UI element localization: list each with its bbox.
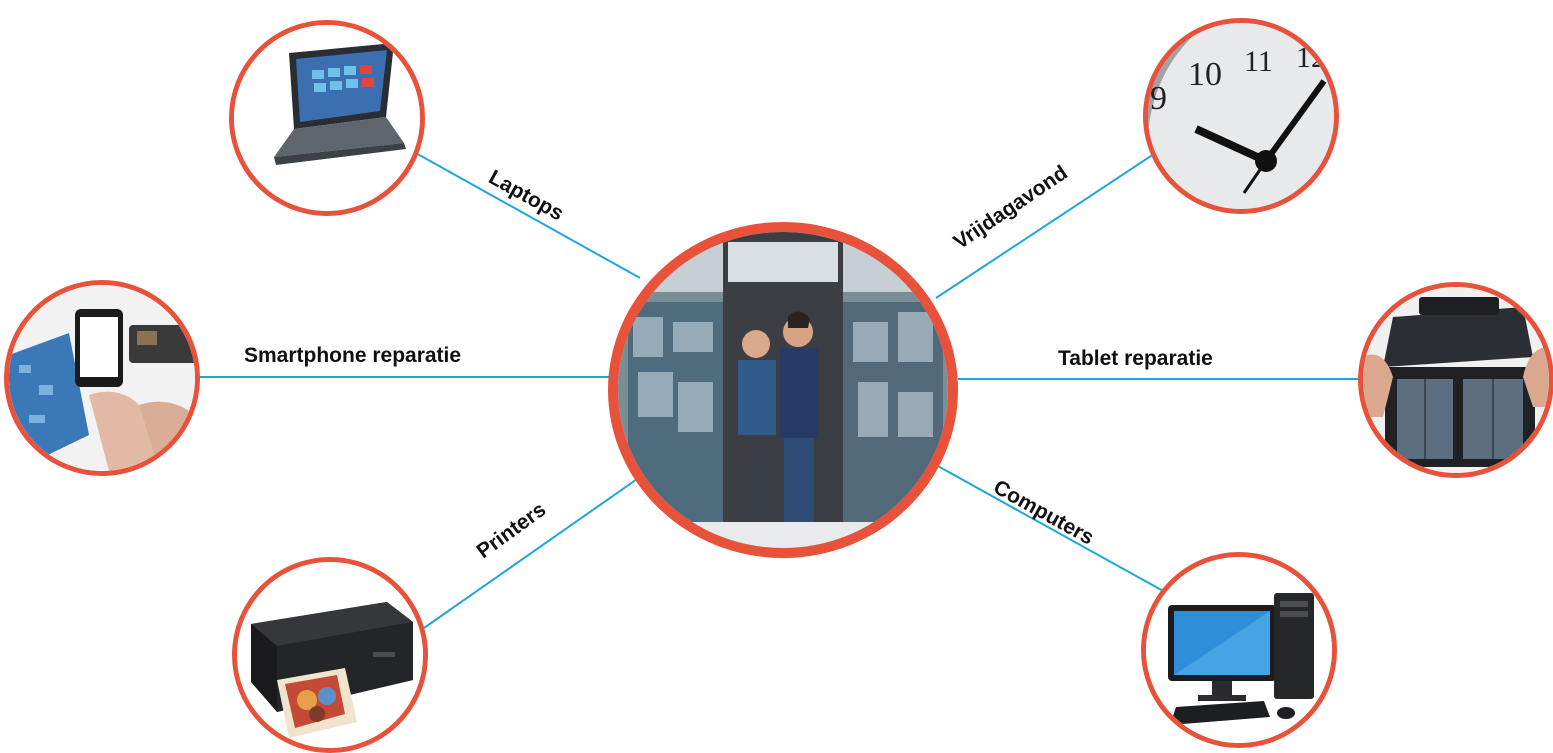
label-tablet: Tablet reparatie	[1058, 347, 1213, 370]
svg-text:9: 9	[1150, 80, 1167, 117]
computers-node	[1141, 552, 1337, 748]
connector-computers	[935, 464, 1166, 593]
laptops-node	[229, 20, 425, 216]
label-smartphone: Smartphone reparatie	[244, 344, 462, 367]
tablet-repair-icon	[1363, 287, 1549, 473]
tablet-node	[1358, 282, 1553, 478]
smartphone-node	[4, 280, 200, 476]
svg-text:10: 10	[1188, 56, 1222, 93]
storefront-icon	[618, 232, 948, 548]
vrijdagavond-node: 9 10 11 12	[1143, 18, 1339, 214]
laptop-icon	[234, 25, 420, 211]
connector-printers	[423, 476, 641, 629]
connector-vrijdagavond	[935, 149, 1161, 299]
smartphone-repair-icon	[9, 285, 195, 471]
printer-icon	[237, 562, 423, 748]
connector-laptops	[413, 151, 641, 279]
printers-node	[232, 557, 428, 753]
svg-text:11: 11	[1244, 45, 1273, 78]
clock-icon: 9 10 11 12	[1148, 23, 1334, 209]
desktop-computer-icon	[1146, 557, 1332, 743]
center-shop-photo	[608, 222, 958, 558]
svg-text:12: 12	[1296, 41, 1326, 74]
